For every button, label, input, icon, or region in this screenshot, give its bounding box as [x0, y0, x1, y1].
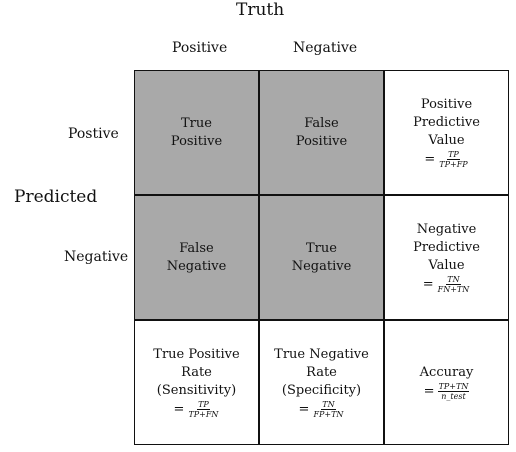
cell-text: Positive — [170, 133, 223, 149]
metric-name: True Positive — [153, 347, 240, 362]
metric-name: True Negative — [274, 347, 369, 362]
cell-text: Negative — [166, 258, 227, 274]
metric-name: Predictive — [413, 240, 480, 255]
fraction: TP+TN n_test — [437, 382, 470, 401]
metric-formula: = TN FP+TN — [299, 400, 345, 419]
equals-sign: = — [173, 401, 185, 417]
diagram-title: Truth — [236, 0, 285, 20]
metric-formula: = TP TP+FP — [424, 150, 468, 169]
equals-sign: = — [424, 151, 436, 167]
numerator: TP+TN — [437, 382, 470, 392]
cell-true-negative-rate: True Negative Rate (Specificity) = TN FP… — [259, 320, 384, 445]
cell-text: Negative — [291, 258, 352, 274]
cell-text: True — [181, 115, 212, 131]
numerator: TP — [447, 150, 460, 160]
denominator: n_test — [441, 392, 466, 401]
row-axis-label: Predicted — [14, 187, 98, 207]
cell-positive-predictive-value: Positive Predictive Value = TP TP+FP — [384, 70, 509, 195]
metric-name: Rate — [181, 365, 212, 380]
numerator: TP — [197, 400, 210, 410]
cell-negative-predictive-value: Negative Predictive Value = TN FN+TN — [384, 195, 509, 320]
fraction: TP TP+FN — [187, 400, 219, 419]
equals-sign: = — [422, 276, 434, 292]
cell-true-positive-rate: True Positive Rate (Sensitivity) = TP TP… — [134, 320, 259, 445]
cell-accuracy: Accuray = TP+TN n_test — [384, 320, 509, 445]
row-header-negative: Negative — [64, 249, 129, 265]
fraction: TP TP+FP — [438, 150, 468, 169]
column-header-positive: Positive — [172, 40, 228, 56]
cell-text: False — [179, 240, 214, 256]
metric-formula: = TP TP+FN — [174, 400, 220, 419]
denominator: TP+FP — [439, 160, 468, 169]
numerator: TN — [321, 400, 336, 410]
numerator: TN — [446, 275, 461, 285]
equals-sign: = — [298, 401, 310, 417]
cell-text: True — [306, 240, 337, 256]
metric-name: Value — [428, 258, 465, 273]
metric-formula: = TP+TN n_test — [424, 382, 470, 401]
metric-name: Positive Predictive — [413, 97, 480, 130]
denominator: FP+TN — [313, 410, 344, 419]
metric-name: (Specificity) — [281, 383, 362, 398]
cell-true-positive: True Positive — [134, 70, 259, 195]
confusion-matrix-grid: True Positive False Positive Positive Pr… — [134, 70, 509, 445]
metric-name: Rate — [306, 365, 337, 380]
cell-text: False — [304, 115, 339, 131]
denominator: FN+TN — [437, 285, 470, 294]
fraction: TN FP+TN — [312, 400, 344, 419]
cell-false-positive: False Positive — [259, 70, 384, 195]
column-header-negative: Negative — [293, 40, 358, 56]
cell-true-negative: True Negative — [259, 195, 384, 320]
fraction: TN FN+TN — [437, 275, 471, 294]
metric-name: Accuray — [419, 365, 474, 380]
metric-name: (Sensitivity) — [156, 383, 237, 398]
metric-name: Value — [428, 133, 465, 148]
denominator: TP+FN — [188, 410, 219, 419]
row-header-positive: Postive — [68, 126, 119, 142]
equals-sign: = — [423, 383, 435, 399]
cell-false-negative: False Negative — [134, 195, 259, 320]
cell-text: Positive — [295, 133, 348, 149]
metric-formula: = TN FN+TN — [423, 275, 471, 294]
metric-name: Negative — [416, 222, 477, 237]
